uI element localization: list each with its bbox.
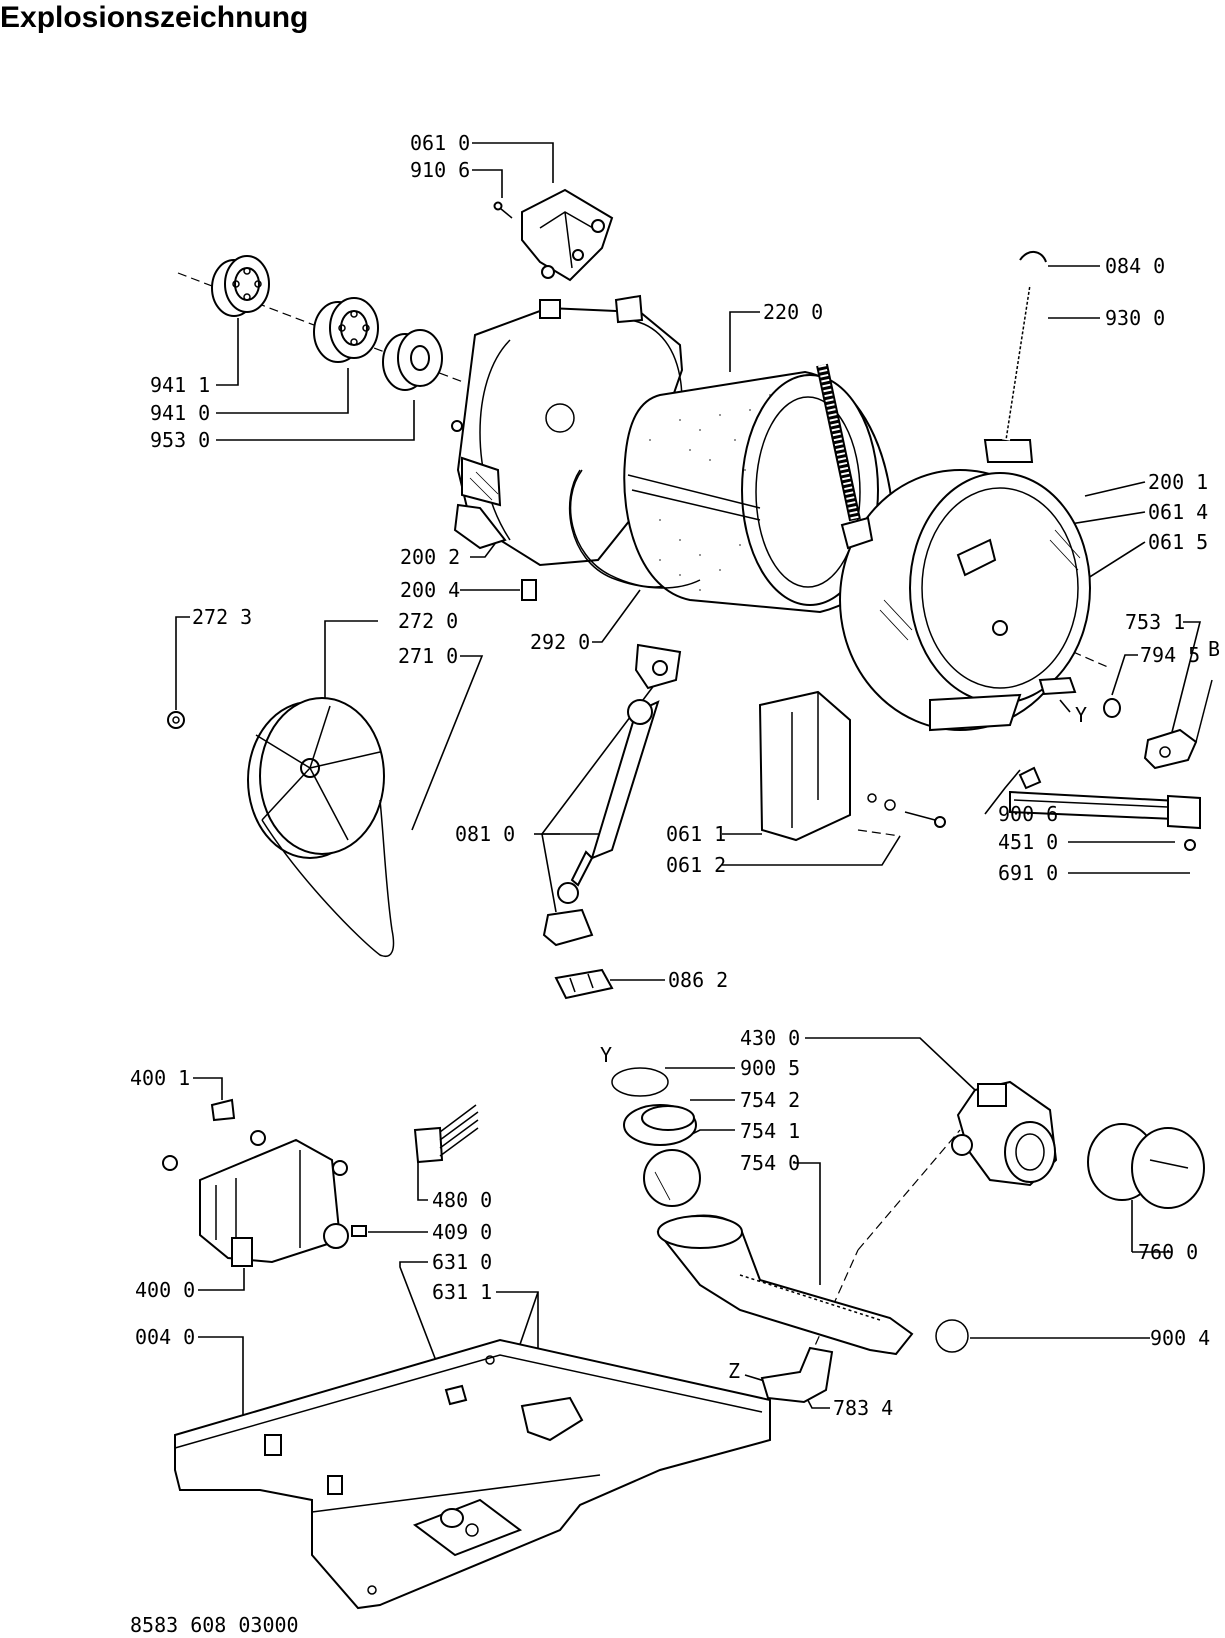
label-y-tub: Y — [1075, 703, 1087, 727]
label-900-6: 900 6 — [998, 802, 1058, 826]
label-760-0: 760 0 — [1138, 1240, 1198, 1264]
label-081-0: 081 0 — [455, 822, 515, 846]
label-400-1: 400 1 — [130, 1066, 190, 1090]
heating-element — [1009, 766, 1201, 851]
label-631-0: 631 0 — [432, 1250, 492, 1274]
front-tub-half — [839, 439, 1091, 732]
label-200-4: 200 4 — [400, 578, 460, 602]
label-480-0: 480 0 — [432, 1188, 492, 1212]
pump-filter — [1087, 1123, 1205, 1209]
label-409-0: 409 0 — [432, 1220, 492, 1244]
label-783-4: 783 4 — [833, 1396, 893, 1420]
label-400-0: 400 0 — [135, 1278, 195, 1302]
label-084-0: 084 0 — [1105, 254, 1165, 278]
label-910-6: 910 6 — [410, 158, 470, 182]
sump-hose — [656, 1214, 914, 1356]
label-y-sump: Y — [600, 1043, 612, 1067]
ball-754-1 — [643, 1149, 701, 1207]
label-430-0: 430 0 — [740, 1026, 800, 1050]
motor-connector — [413, 1104, 479, 1164]
label-061-0: 061 0 — [410, 131, 470, 155]
label-200-1: 200 1 — [1148, 470, 1208, 494]
base-plate — [174, 1338, 771, 1610]
label-451-0: 451 0 — [998, 830, 1058, 854]
nut-272-3 — [167, 711, 185, 729]
drive-belt — [261, 799, 395, 957]
motor — [162, 1098, 349, 1267]
label-691-0: 691 0 — [998, 861, 1058, 885]
part-409-0 — [351, 1225, 367, 1237]
bearing-941-1 — [211, 255, 270, 317]
label-061-5: 061 5 — [1148, 530, 1208, 554]
label-086-2: 086 2 — [668, 968, 728, 992]
label-754-1: 754 1 — [740, 1119, 800, 1143]
seal-794-5 — [1103, 698, 1121, 718]
suspension-spring — [1002, 251, 1047, 441]
label-631-1: 631 1 — [432, 1280, 492, 1304]
label-272-0: 272 0 — [398, 609, 458, 633]
drum — [623, 370, 893, 614]
sensor-753-1 — [1143, 679, 1213, 770]
label-b: B — [1208, 637, 1220, 661]
label-220-0: 220 0 — [763, 300, 823, 324]
counterweight — [758, 690, 946, 842]
drum-pulley — [247, 697, 385, 859]
footer-code: 8583 608 03000 — [130, 1613, 299, 1637]
drain-pump — [951, 1080, 1058, 1187]
label-753-1: 753 1 — [1125, 610, 1185, 634]
label-941-0: 941 0 — [150, 401, 210, 425]
bearing-941-0 — [313, 297, 379, 363]
label-061-1: 061 1 — [666, 822, 726, 846]
seal-953-0 — [382, 329, 443, 391]
page-title: Explosionszeichnung — [0, 1, 309, 34]
suspension-spring-left — [816, 363, 874, 550]
label-953-0: 953 0 — [150, 428, 210, 452]
label-200-2: 200 2 — [400, 545, 460, 569]
label-900-4: 900 4 — [1150, 1326, 1210, 1350]
hose-783-4 — [760, 1346, 834, 1404]
bracket-086-2 — [554, 968, 614, 1000]
clamp-900-5 — [611, 1067, 669, 1097]
label-754-2: 754 2 — [740, 1088, 800, 1112]
shock-absorber — [542, 643, 682, 947]
label-292-0: 292 0 — [530, 630, 590, 654]
label-900-5: 900 5 — [740, 1056, 800, 1080]
part-labels: 061 0 910 6 084 0 930 0 220 0 941 1 941 … — [130, 131, 1220, 1420]
clip-200-4 — [521, 579, 537, 601]
clamp-900-4 — [935, 1319, 969, 1353]
seal-754-2 — [623, 1104, 697, 1146]
label-794-5: 794 5 — [1140, 643, 1200, 667]
ring-292-0 — [568, 469, 701, 589]
label-061-2: 061 2 — [666, 853, 726, 877]
label-941-1: 941 1 — [150, 373, 210, 397]
pressure-switch-part — [493, 188, 614, 282]
label-754-0: 754 0 — [740, 1151, 800, 1175]
label-061-4: 061 4 — [1148, 500, 1208, 524]
label-004-0: 004 0 — [135, 1325, 195, 1349]
label-930-0: 930 0 — [1105, 306, 1165, 330]
label-271-0: 271 0 — [398, 644, 458, 668]
label-z: Z — [728, 1359, 740, 1383]
label-272-3: 272 3 — [192, 605, 252, 629]
